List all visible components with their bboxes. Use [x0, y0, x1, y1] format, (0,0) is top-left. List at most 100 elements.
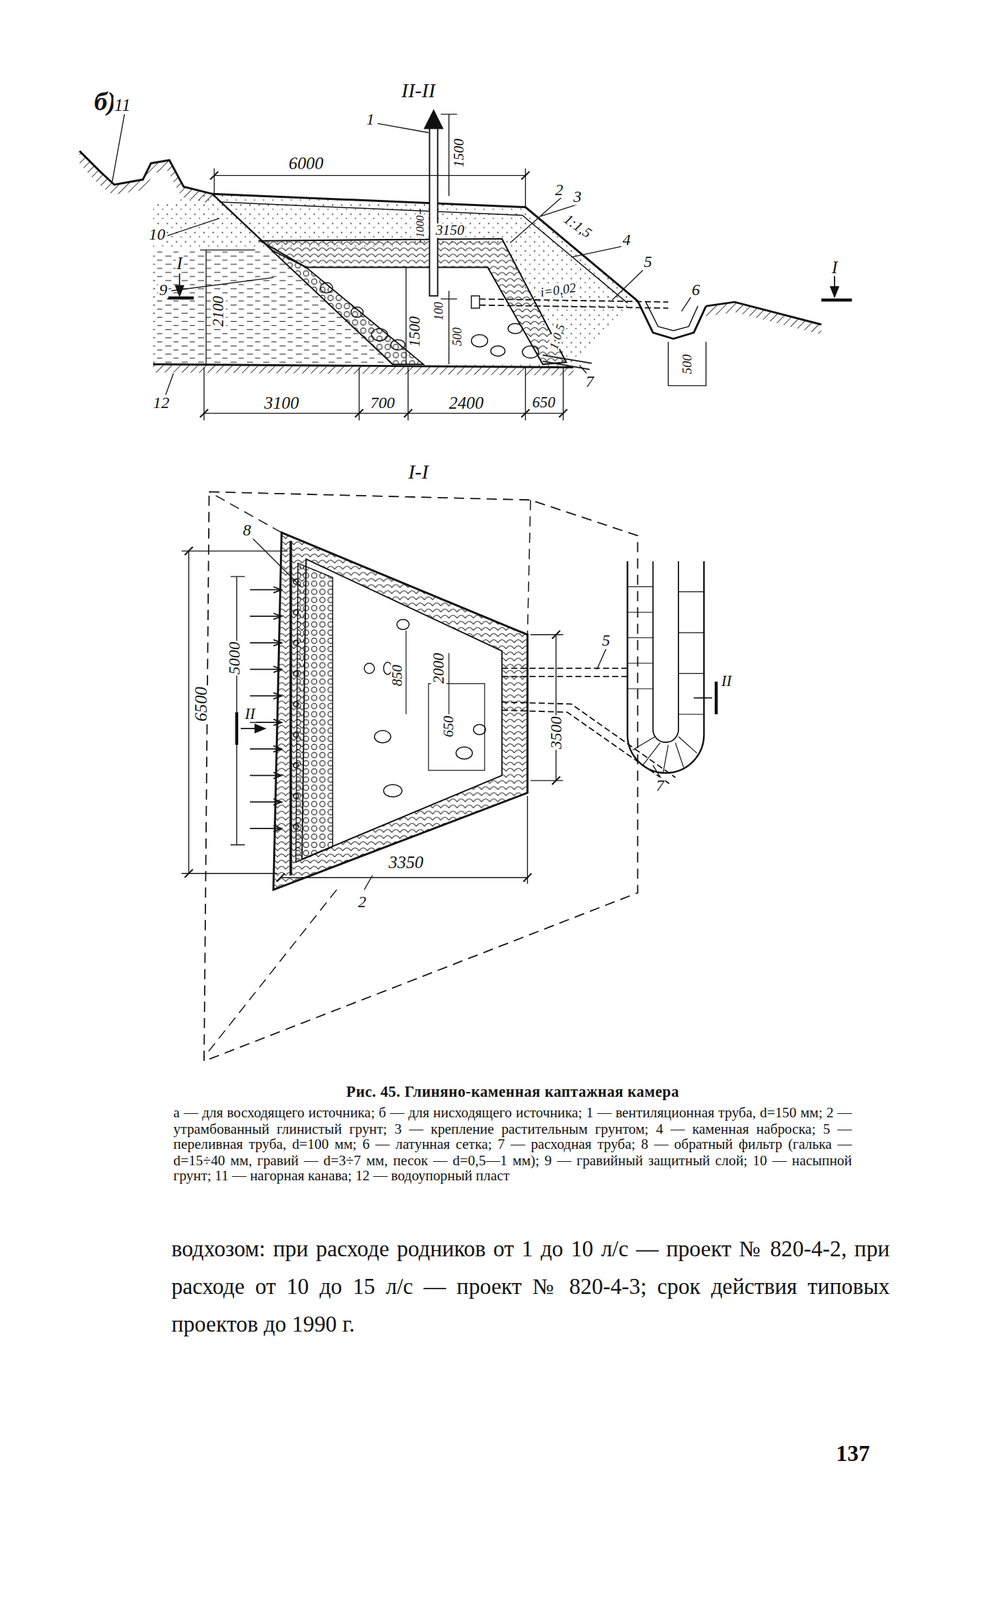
drawing-stroke: [292, 793, 298, 799]
drawing-stroke: [501, 701, 675, 784]
callout-number: 8: [241, 522, 252, 539]
dimension: 6000: [287, 154, 325, 172]
drawing-stroke: [490, 345, 506, 356]
drawing-stroke: [153, 193, 272, 250]
drawing-stroke: [210, 171, 530, 180]
drawing-stroke: [271, 249, 424, 365]
drawing-stroke: [693, 697, 712, 699]
drawing-stroke: [292, 670, 298, 676]
dimension: 500: [679, 353, 693, 376]
drawing-stroke: [705, 301, 821, 335]
drawing-stroke: [280, 795, 528, 884]
drawing-stroke: [405, 266, 406, 365]
drawing-stroke: [501, 668, 628, 677]
section-title: I-I: [407, 461, 430, 482]
drawing-stroke: [471, 295, 480, 309]
drawing-stroke: [374, 730, 391, 743]
drawing-stroke: [184, 546, 194, 878]
dimension: 650: [531, 395, 557, 411]
section-one: [181, 491, 717, 1062]
dimension: 700: [369, 394, 397, 412]
dimension: 2000: [431, 651, 447, 685]
dimension: 3150: [434, 223, 466, 238]
drawing-stroke: [507, 323, 523, 334]
drawing-stroke: [627, 586, 705, 715]
drawing-stroke: [204, 491, 638, 1062]
drawing-stroke: [112, 114, 693, 396]
drawing-stroke: [551, 630, 560, 785]
section-mark: II: [243, 706, 257, 722]
drawing-stroke: [645, 301, 698, 331]
drawing-stroke: [235, 711, 239, 745]
drawing-stroke: [199, 249, 255, 365]
drawing-stroke: [276, 873, 532, 882]
callout-number: 2: [357, 894, 368, 911]
drawing-stroke: [668, 341, 706, 386]
drawing-stroke: [295, 563, 333, 863]
dimension: 850: [390, 663, 406, 687]
legend-text: а — для восходящего источника; б — для н…: [173, 1104, 852, 1185]
drawing-stroke: [830, 286, 839, 298]
section-mark: II: [720, 673, 733, 689]
dimension: 2400: [447, 394, 485, 412]
drawing-stroke: [292, 762, 298, 768]
drawing-stroke: [153, 364, 574, 367]
drawing-stroke: [383, 784, 402, 797]
callout-number: 12: [151, 394, 171, 412]
drawing-stroke: [292, 701, 298, 707]
callout-number: 7: [655, 777, 666, 795]
drawing-stroke: [371, 328, 388, 341]
drawing-stroke: [397, 619, 410, 630]
drawing-stroke: [273, 532, 528, 890]
callout-number: 5: [642, 253, 654, 271]
drawing-stroke: [473, 724, 487, 735]
drawing-stroke: [253, 538, 662, 890]
callout-number: 11: [113, 96, 132, 114]
drawing-stroke: [204, 491, 531, 1057]
callout-number: 9: [158, 281, 169, 298]
drawing-stroke: [405, 630, 450, 715]
drawing-stroke: [542, 355, 593, 370]
drawing-stroke: [471, 334, 489, 348]
drawing-stroke: [181, 551, 288, 874]
dimension: 3350: [387, 853, 425, 871]
callout-number: 2: [553, 181, 565, 198]
drawing-stroke: [390, 339, 406, 350]
drawing-stroke: [705, 301, 821, 325]
section-mark: I: [830, 258, 838, 276]
dimension: 500: [451, 326, 464, 348]
callout-number: 5: [601, 632, 612, 649]
dimension: 650: [441, 714, 456, 738]
drawing-stroke: [273, 586, 282, 832]
drawing-stroke: [175, 285, 184, 296]
drawing-stroke: [351, 307, 364, 318]
section-mark: I: [175, 254, 184, 272]
drawing-stroke: [530, 634, 564, 781]
drawing-stroke: [292, 579, 486, 830]
drawing-stroke: [214, 168, 526, 208]
slope-label: 1:1,5: [560, 211, 595, 242]
dimension: 1500: [407, 315, 423, 349]
drawing-stroke: [260, 238, 567, 365]
dimension: 5000: [226, 640, 244, 676]
drawing-stroke: [637, 301, 706, 339]
callout-number: 3: [572, 188, 583, 206]
drawing-stroke: [292, 823, 298, 829]
drawing-stroke: [455, 746, 473, 760]
dimension: 3100: [263, 394, 301, 412]
dimension: 2100: [210, 295, 226, 328]
drawing-stroke: [204, 367, 564, 421]
drawing-stroke: [429, 127, 438, 296]
dimension: 3500: [547, 715, 565, 751]
drawing-stroke: [479, 299, 669, 309]
dimension: 1000: [414, 214, 426, 239]
page-number: 137: [835, 1442, 870, 1465]
drawing-stroke: [79, 151, 213, 205]
drawing-stroke: [627, 561, 705, 773]
drawing-stroke: [522, 345, 539, 359]
drawing-stroke: [230, 576, 246, 845]
drawing-stroke: [821, 298, 853, 302]
drawing-stroke: [714, 681, 718, 715]
drawing-stroke: [292, 609, 298, 615]
